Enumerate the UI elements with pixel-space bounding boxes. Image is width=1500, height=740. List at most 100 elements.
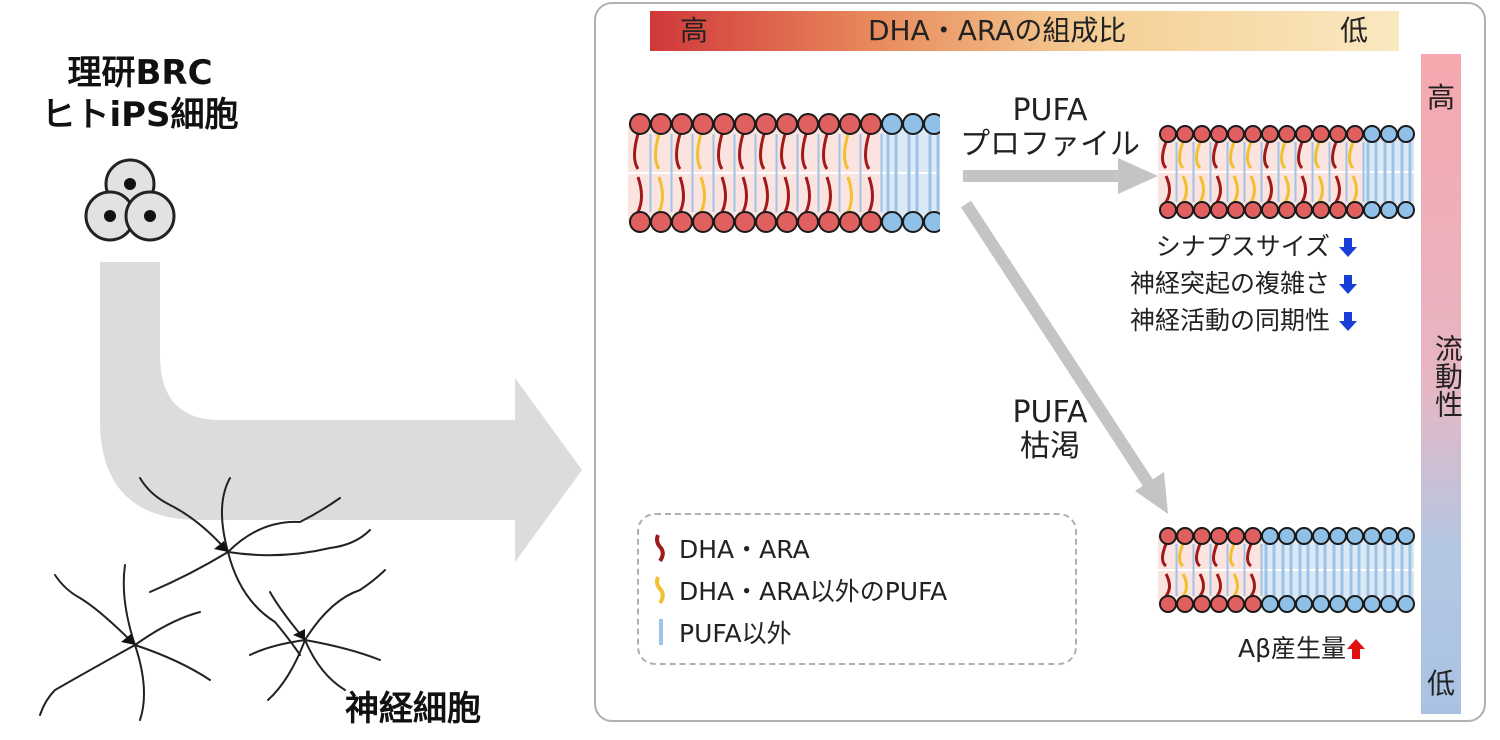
source-title-line1: 理研BRC (67, 53, 213, 93)
legend-item-non-pufa: PUFA以外 (659, 617, 792, 651)
lipid-head (1346, 201, 1364, 219)
profile-path-line1: PUFA (1012, 93, 1088, 128)
source-title: 理研BRC ヒトiPS細胞 (30, 52, 250, 136)
dha-ara-tail (780, 133, 790, 213)
other-pufa-tail (1229, 543, 1239, 597)
lipid-head (1329, 201, 1347, 219)
lipid-head (1312, 527, 1330, 545)
lipid-head (755, 113, 777, 135)
lipid-head (1227, 201, 1245, 219)
lipid-head (1159, 125, 1177, 143)
profile-arrowhead (1118, 158, 1158, 194)
lipid-head (1193, 125, 1211, 143)
lipid-head (1227, 595, 1245, 613)
dha-ara-tail (1263, 141, 1273, 203)
lipid-head (1380, 595, 1398, 613)
lipid-head (776, 113, 798, 135)
lipid-head (1380, 527, 1398, 545)
lipid-head (776, 211, 798, 233)
lipid-head (1261, 125, 1279, 143)
lipid-head (1278, 201, 1296, 219)
dha-ara-tail (1161, 141, 1171, 203)
lipid-head (1295, 201, 1313, 219)
fluidity-low-label: 低 (1427, 667, 1456, 700)
lipid-head (629, 113, 651, 135)
lipid-head (839, 113, 861, 135)
profile-path-label: PUFA プロファイル (940, 94, 1160, 162)
lipid-head (1380, 125, 1398, 143)
lipid-head (797, 113, 819, 135)
lipid-head (1346, 527, 1364, 545)
lipid-head (1397, 527, 1415, 545)
flow-arrow (100, 262, 582, 562)
ips-cells-icon (84, 158, 176, 242)
neuron-label: 神経細胞 (345, 689, 481, 729)
membrane-original (628, 113, 940, 233)
lipid-head (1159, 527, 1177, 545)
dha-ara-tail (1297, 141, 1307, 203)
lipid-head (1176, 527, 1194, 545)
other-pufa-tail (654, 133, 664, 213)
lipid-head (1159, 201, 1177, 219)
other-pufa-tail (1280, 141, 1290, 203)
lipid-head (1244, 125, 1262, 143)
dha-ara-tail (1161, 543, 1171, 597)
dha-ara-tail (738, 133, 748, 213)
dha-ara-tail (864, 133, 874, 213)
lipid-head (1176, 125, 1194, 143)
dha-ara-tail (759, 133, 769, 213)
lipid-head (1210, 595, 1228, 613)
lipid-head (692, 211, 714, 233)
lipid-head (1329, 527, 1347, 545)
lipid-head (902, 211, 924, 233)
lipid-head (1312, 201, 1330, 219)
lipid-head (1278, 125, 1296, 143)
lipid-head (923, 113, 940, 135)
dha-ara-tail (1246, 543, 1256, 597)
composition-bar: 高 DHA・ARAの組成比 低 (650, 11, 1399, 51)
effect-item: 神経活動の同期性 (1130, 302, 1358, 339)
fluidity-bar: 高 流動性 低 (1421, 54, 1464, 714)
fluidity-title: 流動性 (1431, 334, 1464, 418)
other-pufa-chain-icon (655, 576, 665, 605)
lipid-head (1397, 595, 1415, 613)
down-arrow-icon (1338, 232, 1358, 261)
depletion-path-line1: PUFA (1012, 395, 1088, 430)
other-pufa-tail (1348, 141, 1358, 203)
other-pufa-tail (1314, 141, 1324, 203)
membrane-depleted (1158, 527, 1415, 613)
lipid-head (797, 211, 819, 233)
dha-ara-tail (801, 133, 811, 213)
lipid-head (692, 113, 714, 135)
lipid-head (1244, 527, 1262, 545)
lipid-head (1397, 201, 1415, 219)
lipid-head (860, 113, 882, 135)
lipid-head (1176, 201, 1194, 219)
left-graphics (39, 158, 582, 721)
composition-title: DHA・ARAの組成比 (868, 14, 1127, 47)
lipid-head (1210, 527, 1228, 545)
lipid-head (1312, 595, 1330, 613)
lipid-head (1363, 595, 1381, 613)
profile-effects: シナプスサイズ 神経突起の複雑さ 神経活動の同期性 (1130, 228, 1358, 339)
dha-ara-tail (1331, 141, 1341, 203)
other-pufa-tail (696, 133, 706, 213)
lipid-head (713, 211, 735, 233)
dha-ara-tail (1212, 141, 1222, 203)
source-title-line2: ヒトiPS細胞 (41, 95, 239, 135)
depletion-path-label: PUFA 枯渇 (990, 396, 1110, 464)
lipid-head (1244, 201, 1262, 219)
dha-ara-chain-icon (655, 534, 665, 563)
lipid-head (734, 211, 756, 233)
lipid-head (1159, 595, 1177, 613)
lipid-head (755, 211, 777, 233)
lipid-head (1261, 595, 1279, 613)
dha-ara-tail (822, 133, 832, 213)
lipid-head (923, 211, 940, 233)
legend: DHA・ARA DHA・ARA以外のPUFA PUFA以外 (637, 513, 1077, 665)
legend-item-other-pufa: DHA・ARA以外のPUFA (655, 575, 947, 609)
lipid-head (1363, 527, 1381, 545)
lipid-head (1244, 595, 1262, 613)
lipid-head (1346, 595, 1364, 613)
depletion-arrowhead (1135, 472, 1168, 514)
